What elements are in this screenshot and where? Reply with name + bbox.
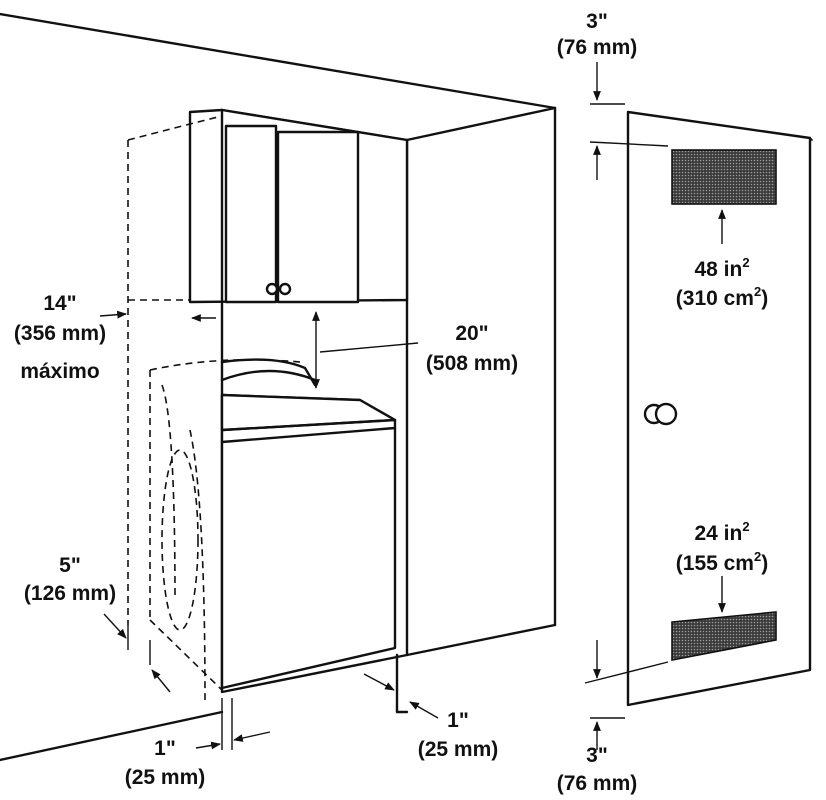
closet-door bbox=[626, 110, 813, 707]
svg-text:(310 cm2): (310 cm2) bbox=[676, 284, 768, 310]
svg-text:máximo: máximo bbox=[20, 360, 99, 383]
bottom-vent-grille bbox=[671, 611, 777, 661]
top-vent-grille bbox=[671, 149, 777, 205]
label-bottom-vent-area: 24 in2 (155 cm2) bbox=[676, 519, 768, 575]
back-wall bbox=[0, 12, 557, 762]
svg-text:(356 mm): (356 mm) bbox=[14, 322, 106, 345]
svg-text:14": 14" bbox=[43, 292, 76, 315]
svg-text:3": 3" bbox=[586, 10, 608, 33]
cabinet-knob-right-icon bbox=[278, 282, 292, 296]
svg-text:5": 5" bbox=[59, 554, 81, 577]
svg-text:3": 3" bbox=[586, 744, 608, 767]
dashed-max-depth-outline bbox=[127, 115, 301, 701]
wall-cabinet bbox=[188, 108, 409, 304]
label-side-depth: 14" (356 mm) máximo bbox=[14, 292, 106, 383]
svg-text:20": 20" bbox=[455, 322, 488, 345]
svg-text:48 in2: 48 in2 bbox=[694, 255, 749, 281]
svg-text:(155 cm2): (155 cm2) bbox=[676, 549, 768, 575]
label-left-side-clearance: 1" (25 mm) bbox=[125, 737, 206, 789]
svg-text:(508 mm): (508 mm) bbox=[426, 352, 518, 375]
svg-text:24 in2: 24 in2 bbox=[694, 519, 749, 545]
svg-text:(76 mm): (76 mm) bbox=[557, 36, 638, 59]
svg-text:(25 mm): (25 mm) bbox=[125, 766, 206, 789]
washer bbox=[220, 358, 397, 690]
cabinet-knob-left-icon bbox=[265, 282, 279, 296]
label-cabinet-gap: 20" (508 mm) bbox=[426, 322, 518, 375]
label-front-clearance: 5" (126 mm) bbox=[24, 554, 116, 605]
svg-text:(126 mm): (126 mm) bbox=[24, 582, 116, 605]
svg-text:(76 mm): (76 mm) bbox=[557, 772, 638, 795]
label-top-vent-area: 48 in2 (310 cm2) bbox=[676, 255, 768, 310]
svg-text:(25 mm): (25 mm) bbox=[418, 738, 499, 761]
label-bottom-clearance: 3" (76 mm) bbox=[557, 744, 638, 795]
svg-text:1": 1" bbox=[154, 737, 176, 760]
door-knob-icon bbox=[643, 402, 678, 426]
label-top-clearance: 3" (76 mm) bbox=[557, 10, 638, 59]
dimension-lines bbox=[99, 62, 726, 750]
label-right-side-clearance: 1" (25 mm) bbox=[418, 709, 499, 761]
svg-text:1": 1" bbox=[447, 709, 469, 732]
